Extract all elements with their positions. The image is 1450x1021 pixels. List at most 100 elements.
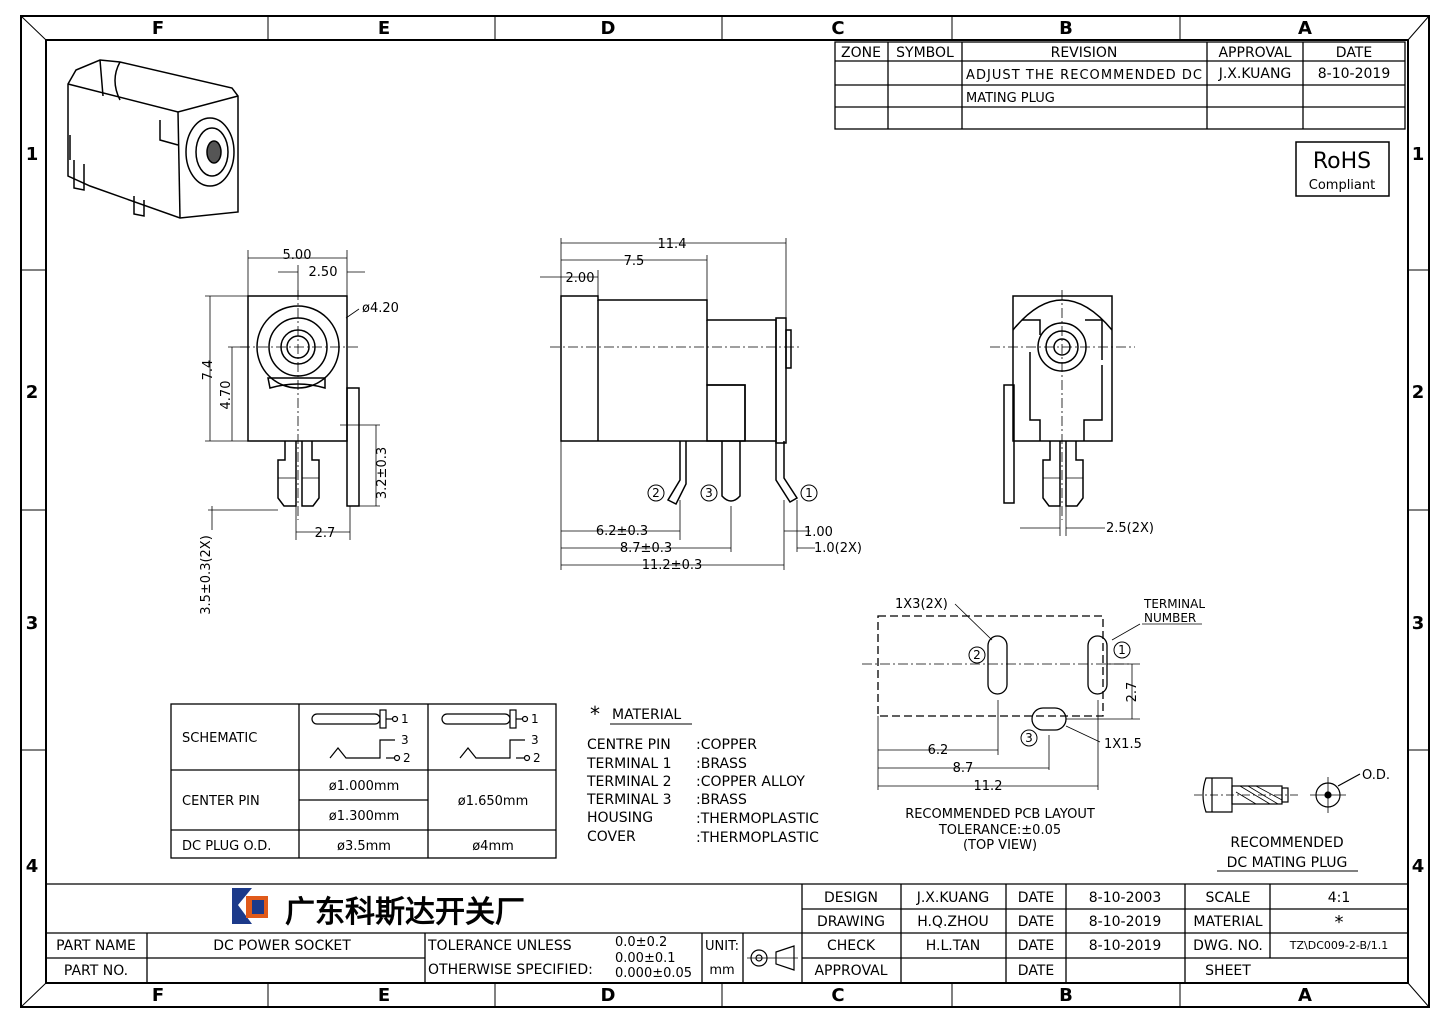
column-label: C [831,18,844,39]
column-label: E [378,18,390,39]
rohs-badge: RoHS Compliant [1295,141,1390,197]
dim-center: 4.70 [219,381,234,410]
material-part: HOUSING [587,810,653,826]
pcb-dim-offset: 2.7 [1125,682,1140,703]
sheet-label: SHEET [1205,963,1251,979]
dim-pin1-position: 11.2±0.3 [642,558,703,573]
dim-pin-width: 1.0(2X) [814,541,862,556]
revision-header-zone: ZONE [841,45,881,61]
column-labels: F E D C B A F E D C B A [152,18,1312,1006]
drawing-label: DRAWING [817,914,885,930]
dim-half-width: 2.50 [309,265,338,280]
column-label: E [378,985,390,1006]
material-part: CENTRE PIN [587,737,671,753]
scale-label: SCALE [1206,890,1251,906]
material-value: :THERMOPLASTIC [696,811,819,827]
pin-number: 2 [652,486,660,500]
center-pin-label: CENTER PIN [182,794,260,809]
revision-table: ZONE SYMBOL REVISION APPROVAL DATE ADJUS… [834,41,1406,130]
schematic-symbol-a [311,709,401,762]
row-label: 2 [1412,382,1425,403]
rohs-subtitle: Compliant [1309,178,1375,193]
pcb-number-label: NUMBER [1144,611,1196,625]
revision-header-symbol: SYMBOL [896,45,954,61]
dim-pin-length: 3.2±0.3 [375,447,390,499]
schematic-pin: 2 [403,751,411,765]
row-label: 3 [26,613,39,634]
schematic-pin: 1 [531,712,539,726]
dim-width: 5.00 [283,248,312,263]
design-date: 8-10-2003 [1089,890,1161,906]
column-label: F [152,18,164,39]
tolerance-1: 0.0±0.2 [615,935,667,950]
revision-approval: J.X.KUANG [1218,66,1292,82]
rear-view-dims [1020,506,1105,536]
revision-text: ADJUST THE RECOMMENDED DC [966,68,1202,83]
tolerance-3: 0.000±0.05 [615,966,692,981]
plug-od-label: DC PLUG O.D. [182,839,271,854]
asterisk-icon: * [590,702,600,726]
column-label: A [1298,18,1312,39]
column-label: D [601,18,616,39]
tolerance-label: TOLERANCE UNLESS [427,938,572,954]
pcb-caption: RECOMMENDED PCB LAYOUT [905,807,1095,822]
date-label: DATE [1018,914,1054,930]
pcb-dim-pin1: 11.2 [974,779,1003,794]
material-part: COVER [587,829,636,845]
material-value: :BRASS [696,792,747,808]
side-view-dim-labels: 11.4 7.5 2.00 6.2±0.3 8.7±0.3 11.2±0.3 1… [566,237,862,573]
row-label: 1 [1412,144,1425,165]
pin-number: 3 [1025,731,1033,745]
material-title: MATERIAL [612,707,681,723]
dim-pin2-position: 6.2±0.3 [596,524,648,539]
date-label: DATE [1018,938,1054,954]
mating-plug-caption: RECOMMENDED [1230,835,1343,851]
plug-diameter-b: ø4mm [472,839,514,854]
schematic-pin: 1 [401,712,409,726]
drawing-date: 8-10-2019 [1089,914,1161,930]
column-label: D [601,985,616,1006]
revision-text: MATING PLUG [966,91,1055,106]
check-label: CHECK [827,938,876,954]
dim-pin-pitch: 2.5(2X) [1106,521,1154,536]
column-label: F [152,985,164,1006]
mating-plug [1194,773,1361,813]
front-view [240,290,360,520]
pcb-layout [862,603,1202,790]
schematic-pin: 3 [401,733,409,747]
pin-number: 1 [1118,643,1126,657]
schematic-symbol-b [441,709,531,762]
dim-hole: ø4.20 [362,301,399,316]
pcb-tolerance: TOLERANCE:±0.05 [938,823,1061,838]
material-part: TERMINAL 1 [586,756,672,772]
mating-plug-caption: DC MATING PLUG [1227,855,1348,871]
front-view-dim-labels: 5.00 2.50 ø4.20 7.4 4.70 3.2±0.3 2.7 3.5… [199,248,399,615]
projection-symbol-icon [747,945,798,971]
pcb-dim-pin3: 8.7 [953,761,974,776]
row-label: 2 [26,382,39,403]
approval-label: APPROVAL [814,963,887,979]
column-label: B [1059,985,1073,1006]
material-part: TERMINAL 3 [586,792,672,808]
dwg-no: TZ\DC009-2-B/1.1 [1289,939,1388,952]
pcb-terminal-label: TERMINAL [1143,597,1205,611]
pin-diameter-a2: ø1.300mm [329,809,400,824]
dim-pin-thickness: 1.00 [804,525,833,540]
unit-value: mm [709,963,734,978]
side-view [550,295,800,506]
dim-pin-gap: 2.7 [315,526,336,541]
schematic-pin: 2 [533,751,541,765]
dim-pin3-position: 8.7±0.3 [620,541,672,556]
column-label: C [831,985,844,1006]
pcb-dim-pin2: 6.2 [928,743,949,758]
row-label: 1 [26,144,39,165]
tolerance-label: OTHERWISE SPECIFIED: [428,962,593,978]
date-label: DATE [1018,890,1054,906]
date-label: DATE [1018,963,1054,979]
plug-od-callout: O.D. [1362,768,1390,783]
pin-number: 2 [973,648,981,662]
material-part: TERMINAL 2 [586,774,672,790]
material-value: :THERMOPLASTIC [696,830,819,846]
material-value: :COPPER ALLOY [696,774,805,790]
